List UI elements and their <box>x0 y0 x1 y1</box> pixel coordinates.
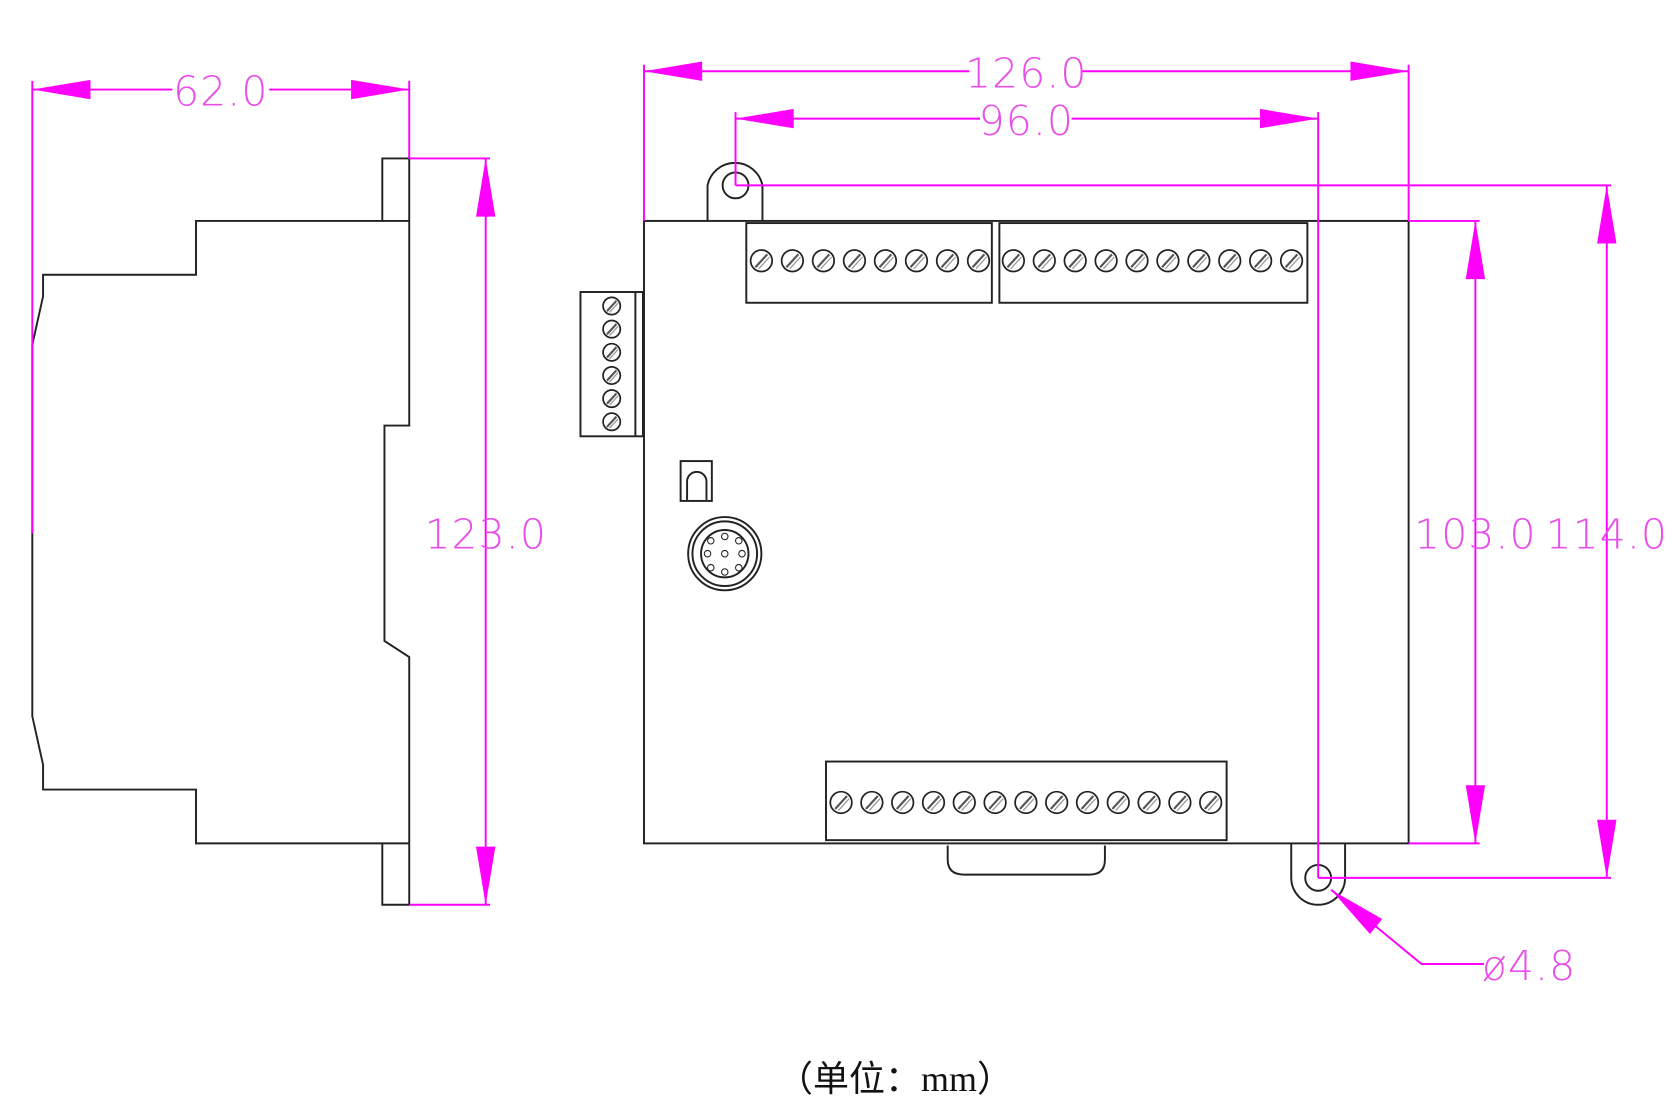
terminal-screw <box>1187 249 1211 273</box>
terminal-screw <box>891 790 915 815</box>
side-view-outline <box>31 157 411 906</box>
terminal-block-side <box>579 291 644 438</box>
terminal-screw <box>1218 249 1242 273</box>
terminal-screw <box>1279 249 1304 273</box>
terminal-screw <box>1094 249 1118 273</box>
connector-pin <box>721 549 729 558</box>
terminal-screw <box>842 249 867 273</box>
connector-pin <box>721 532 729 541</box>
switch <box>679 460 713 502</box>
dimension-arrowhead <box>1465 785 1486 844</box>
round-connector <box>687 516 763 592</box>
dim-side-height: 123.0 <box>424 510 547 558</box>
terminal-screw <box>1032 249 1056 273</box>
terminal-screw <box>602 296 622 316</box>
dimension-arrowhead <box>735 108 794 129</box>
terminal-screw <box>1199 790 1223 815</box>
terminal-screw <box>983 790 1007 815</box>
dimension-arrowhead <box>1597 819 1617 878</box>
terminal-screw <box>873 249 898 273</box>
dim-overall-width: 126.0 <box>965 49 1088 97</box>
terminal-screw <box>921 790 946 815</box>
dim-hole-spacing-x: 96.0 <box>979 97 1074 145</box>
connector-pin <box>703 549 712 558</box>
bottom-mount-tab <box>1290 843 1347 906</box>
dimension-arrowhead <box>476 846 496 905</box>
terminal-screw <box>602 365 622 385</box>
main-body <box>643 219 1410 845</box>
terminal-screw <box>1075 790 1100 815</box>
terminal-screw <box>966 249 991 273</box>
dim-side-width: 62.0 <box>173 68 268 116</box>
terminal-screw <box>1106 790 1130 815</box>
terminal-screw <box>952 790 976 815</box>
dimension-arrowhead <box>32 79 91 100</box>
switch-lever <box>686 470 708 500</box>
terminal-screw <box>829 790 853 815</box>
dim-hole-spacing-y: 114.0 <box>1546 510 1669 558</box>
terminal-block-bottom <box>825 760 1228 842</box>
connector-pin <box>707 537 715 545</box>
terminal-screw <box>1045 790 1069 815</box>
terminal-screw <box>1137 790 1161 815</box>
dimension-arrowhead <box>351 79 410 100</box>
dimension-arrowhead <box>1597 185 1617 244</box>
dimension-arrowhead <box>1465 220 1486 280</box>
dimension-arrowhead <box>476 158 496 217</box>
terminal-screw <box>1014 790 1038 815</box>
dimension-arrowhead <box>1331 889 1383 935</box>
terminal-screw <box>1168 790 1192 815</box>
terminal-block-top-right <box>998 222 1309 304</box>
connector-pin <box>721 568 729 576</box>
terminal-screw <box>1001 249 1026 273</box>
terminal-screw <box>860 790 884 815</box>
terminal-screw <box>904 249 929 273</box>
dimension-arrowhead <box>1260 108 1319 129</box>
dim-hole-diameter: ø4.8 <box>1482 942 1576 990</box>
dimension-arrowhead <box>1350 61 1409 81</box>
side-view <box>31 157 411 906</box>
dimension-arrowhead <box>644 61 703 81</box>
terminal-screw <box>602 342 622 362</box>
dim-body-height: 103.0 <box>1414 510 1537 558</box>
terminal-screw <box>1249 249 1273 273</box>
connector-pin <box>735 563 743 572</box>
terminal-screw <box>602 319 622 339</box>
terminal-screw <box>749 249 774 273</box>
units-caption: （单位：mm） <box>776 1059 1013 1099</box>
terminal-screw <box>1125 249 1149 273</box>
terminal-screw <box>935 249 960 273</box>
dimension-lines <box>31 64 1612 965</box>
connector-pin <box>738 549 746 558</box>
bottom-latch <box>946 845 1106 876</box>
terminal-block-top-left <box>745 222 993 304</box>
terminal-screw <box>1063 249 1087 273</box>
terminal-screw <box>1156 249 1180 273</box>
terminal-screw <box>602 389 622 409</box>
connector-pin <box>707 563 715 572</box>
terminal-screw <box>780 249 805 273</box>
dimension-arrows <box>32 61 1617 935</box>
terminal-screw <box>602 412 622 432</box>
connector-pin <box>735 537 743 545</box>
front-view <box>579 161 1410 906</box>
terminal-screw <box>811 249 836 273</box>
